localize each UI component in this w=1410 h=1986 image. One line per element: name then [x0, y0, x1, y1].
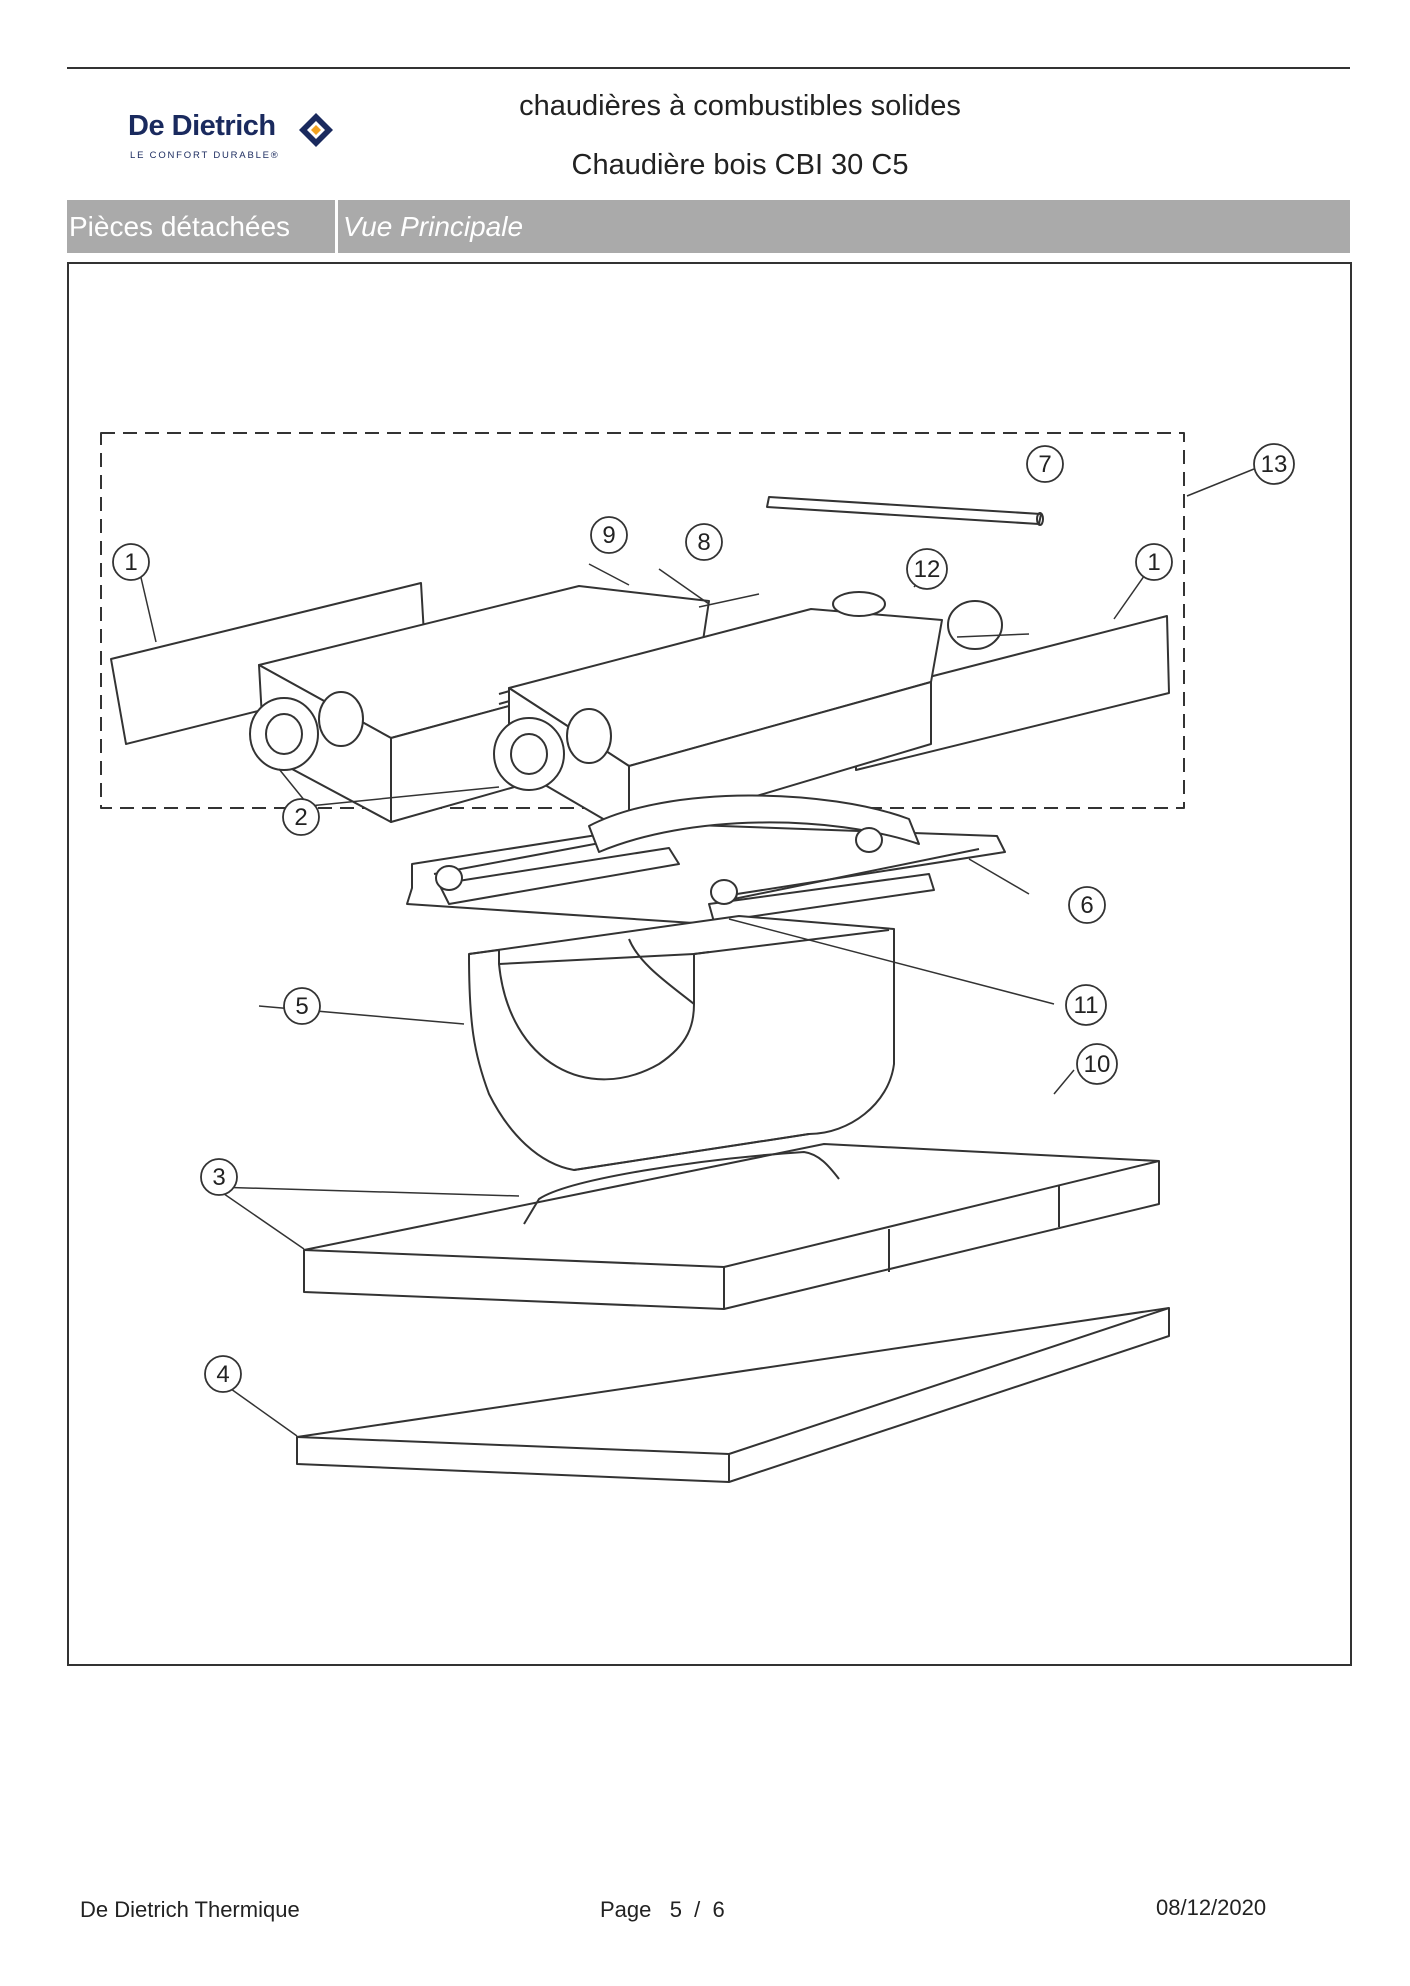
callouts: 1 1 2 3 4 5 6 7 8 9 10 11 12 13 [112, 443, 1295, 1393]
callout-9: 9 [590, 516, 628, 554]
group-13-outline [100, 432, 1185, 809]
svg-text:13: 13 [1261, 451, 1288, 478]
brand-name: De Dietrich [128, 110, 276, 142]
callout-1-right: 1 [1135, 543, 1173, 581]
callout-5: 5 [283, 987, 321, 1025]
product-title: Chaudière bois CBI 30 C5 [571, 149, 909, 181]
callout-13: 13 [1253, 443, 1295, 485]
svg-text:2: 2 [294, 804, 307, 831]
callout-1-left: 1 [112, 543, 150, 581]
callout-4: 4 [204, 1355, 242, 1393]
part-4-slab [296, 1307, 1170, 1483]
svg-text:12: 12 [914, 556, 941, 583]
section-category: Pièces détachées [69, 211, 291, 242]
svg-text:10: 10 [1084, 1051, 1111, 1078]
part-10-base-block [303, 1143, 1160, 1310]
brand-diamond-icon [299, 113, 333, 147]
part-5-tray [468, 915, 895, 1171]
exploded-diagram-frame: 1 1 2 3 4 5 6 7 8 9 10 11 12 13 [67, 262, 1352, 1666]
svg-text:5: 5 [295, 993, 308, 1020]
footer-company: De Dietrich Thermique [80, 1897, 300, 1922]
footer-date: 08/12/2020 [1156, 1895, 1267, 1920]
callout-10: 10 [1076, 1043, 1118, 1085]
callout-3: 3 [200, 1158, 238, 1196]
svg-text:4: 4 [216, 1361, 229, 1388]
callout-6: 6 [1068, 886, 1106, 924]
part-7-rod [766, 496, 1044, 526]
svg-text:3: 3 [212, 1164, 225, 1191]
callout-7: 7 [1026, 445, 1064, 483]
svg-text:8: 8 [697, 529, 710, 556]
svg-text:1: 1 [1147, 549, 1160, 576]
section-view-name: Vue Principale [343, 211, 524, 242]
top-rule [67, 67, 1350, 69]
svg-text:9: 9 [602, 522, 615, 549]
exploded-parts-diagram: 1 1 2 3 4 5 6 7 8 9 10 11 12 13 [100, 432, 1295, 1483]
brand-tagline: LE CONFORT DURABLE® [130, 150, 280, 161]
callout-8: 8 [685, 523, 723, 561]
part-6-frame [406, 794, 1006, 937]
svg-text:6: 6 [1080, 892, 1093, 919]
callout-11: 11 [1065, 984, 1107, 1026]
svg-text:11: 11 [1074, 992, 1099, 1019]
brand-logo: De Dietrich LE CONFORT DURABLE® [128, 110, 368, 170]
document-category-title: chaudières à combustibles solides [519, 90, 961, 122]
footer-page-number: Page 5 / 6 [600, 1897, 725, 1922]
svg-text:1: 1 [124, 549, 137, 576]
section-divider [335, 200, 338, 253]
callout-12: 12 [906, 548, 948, 590]
svg-text:7: 7 [1038, 451, 1051, 478]
part-2-rings [249, 691, 612, 791]
section-bar: Pièces détachées Vue Principale [67, 200, 1350, 253]
callout-2: 2 [282, 798, 320, 836]
